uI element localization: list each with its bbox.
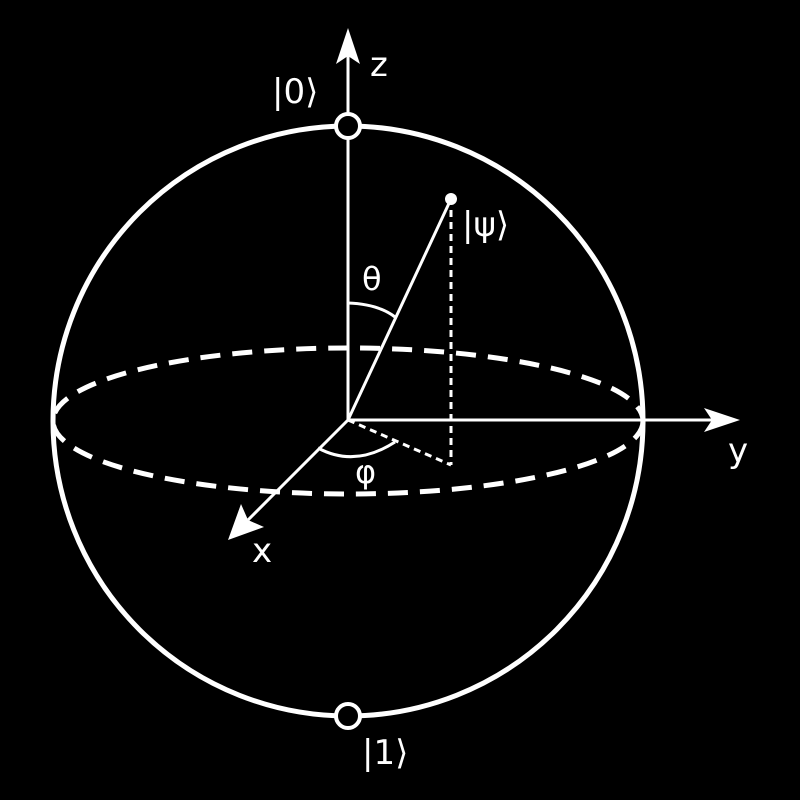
- state-zero-label: |0⟩: [272, 72, 318, 112]
- y-axis-arrowhead: [704, 408, 740, 432]
- x-axis-arrowhead: [228, 504, 264, 540]
- x-axis: [246, 418, 350, 522]
- state-zero-marker: [334, 112, 362, 140]
- phi-arc: [317, 440, 396, 459]
- psi-equatorial-projection: [347, 418, 452, 467]
- state-one-label: |1⟩: [362, 733, 408, 773]
- z-axis-arrowhead: [336, 28, 360, 64]
- z-axis-label: z: [370, 45, 388, 85]
- y-axis-label: y: [728, 431, 748, 471]
- state-one-marker: [334, 702, 362, 730]
- psi-vector: [346, 198, 453, 421]
- theta-arc: [347, 301, 396, 319]
- psi-point: [445, 193, 457, 205]
- phi-label: φ: [355, 453, 376, 491]
- x-axis-label: x: [252, 531, 272, 571]
- state-psi-label: |ψ⟩: [462, 205, 509, 245]
- theta-label: θ: [362, 260, 382, 298]
